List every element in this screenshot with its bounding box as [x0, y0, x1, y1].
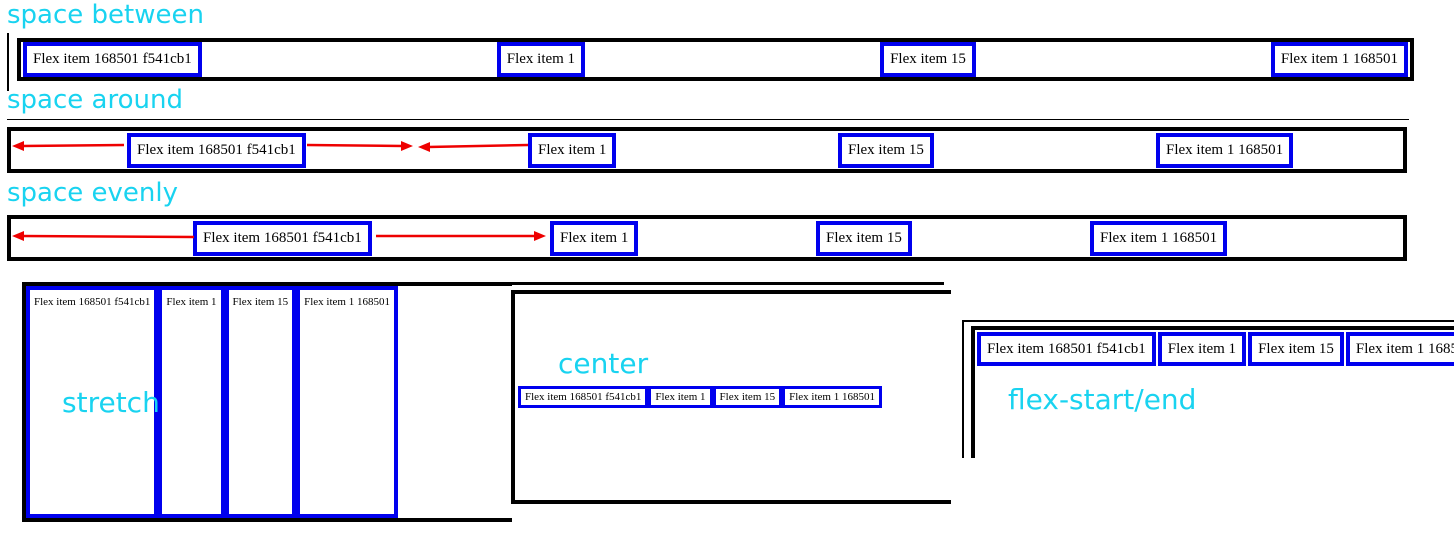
flex-item-1: Flex item 168501 f541cb1 — [127, 132, 306, 168]
container-center: Flex item 168501 f541cb1 Flex item 1 Fle… — [511, 290, 951, 504]
flex-item-4: Flex item 1 168501 — [782, 386, 882, 408]
arrow-left-space-evenly — [12, 231, 195, 241]
flex-item-4: Flex item 1 168501 — [296, 286, 398, 518]
flex-item-3: Flex item 15 — [880, 42, 976, 77]
left-edge-line — [7, 33, 9, 91]
flex-item-2: Flex item 1 — [648, 386, 713, 408]
flex-item-2: Flex item 1 — [528, 132, 617, 168]
label-space-around: space around — [7, 85, 183, 115]
center-top-line — [511, 282, 944, 285]
flex-item-3: Flex item 15 — [1248, 332, 1344, 366]
label-space-evenly: space evenly — [7, 178, 179, 208]
arrow-right-space-a — [306, 141, 413, 151]
flex-item-1: Flex item 168501 f541cb1 — [26, 286, 159, 518]
container-space-around: Flex item 168501 f541cb1 Flex item 1 Fle… — [7, 127, 1407, 173]
flex-item-4: Flex item 1 168501 — [1345, 332, 1454, 366]
flex-item-2: Flex item 1 — [158, 286, 225, 518]
flex-item-1: Flex item 168501 f541cb1 — [193, 220, 372, 256]
flex-item-1: Flex item 168501 f541cb1 — [977, 332, 1156, 366]
container-space-evenly: Flex item 168501 f541cb1 Flex item 1 Fle… — [7, 215, 1407, 261]
arrow-left-space-b — [418, 142, 529, 152]
container-space-between: Flex item 168501 f541cb1 Flex item 1 Fle… — [17, 38, 1414, 81]
flex-item-1: Flex item 168501 f541cb1 — [23, 42, 202, 77]
flex-item-3: Flex item 15 — [816, 220, 912, 256]
label-stretch: stretch — [62, 386, 160, 419]
flex-item-3: Flex item 15 — [224, 286, 297, 518]
separator-line — [7, 119, 1409, 120]
flex-item-4: Flex item 1 168501 — [1270, 42, 1408, 77]
container-flex-start: Flex item 168501 f541cb1 Flex item 1 Fle… — [971, 326, 1454, 458]
flex-item-4: Flex item 1 168501 — [1090, 220, 1228, 256]
flex-start-outer-line — [962, 320, 964, 458]
flex-start-top-line — [962, 320, 1454, 322]
label-center: center — [558, 347, 649, 380]
container-stretch: Flex item 168501 f541cb1 Flex item 1 Fle… — [22, 282, 512, 522]
flex-item-2: Flex item 1 — [1157, 332, 1247, 366]
label-space-between: space between — [7, 0, 204, 30]
label-flex-start-end: flex-start/end — [1008, 383, 1197, 416]
flex-item-2: Flex item 1 — [496, 42, 586, 77]
flex-item-2: Flex item 1 — [550, 220, 639, 256]
flex-item-3: Flex item 15 — [838, 132, 934, 168]
arrow-right-space-evenly — [376, 231, 546, 241]
arrow-left-space — [12, 141, 125, 151]
flex-item-3: Flex item 15 — [712, 386, 783, 408]
flex-item-4: Flex item 1 168501 — [1156, 132, 1294, 168]
flex-item-1: Flex item 168501 f541cb1 — [518, 386, 649, 408]
